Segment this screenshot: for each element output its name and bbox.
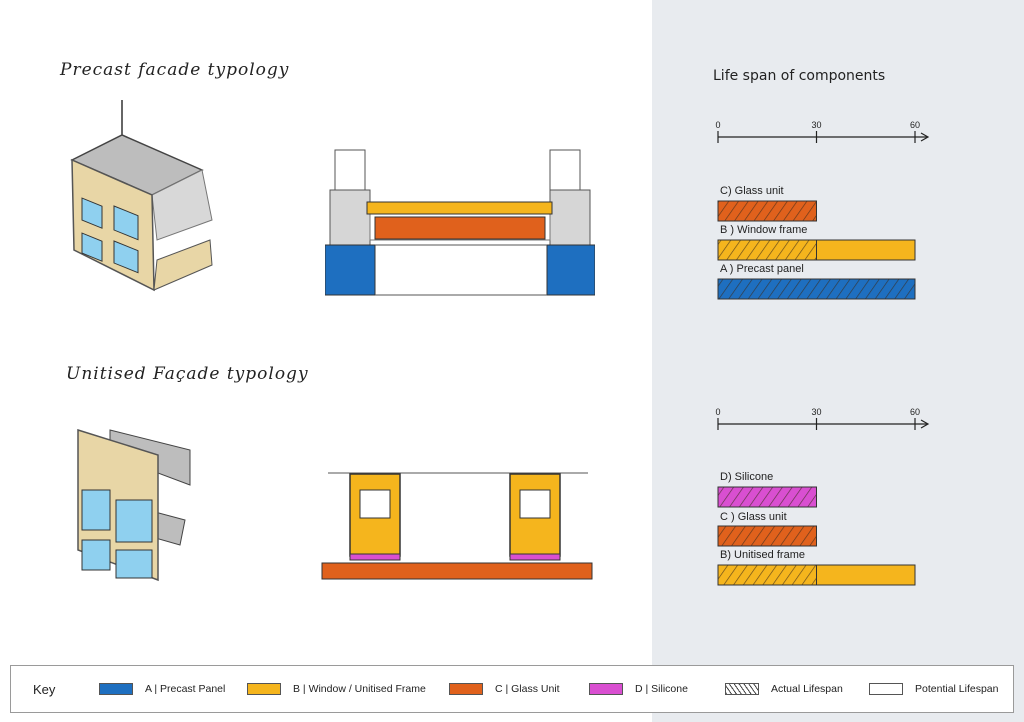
bar-actual-lifespan: [717, 239, 817, 261]
bar-category-label: A ) Precast panel: [720, 263, 804, 275]
bar-actual-lifespan: [717, 278, 916, 300]
precast-section-sketch: [325, 149, 595, 296]
key-title: Key: [33, 682, 56, 697]
key-swatch: [449, 683, 483, 695]
key-item: A | Precast Panel: [99, 680, 225, 698]
key-swatch: [247, 683, 281, 695]
sketch-panel: Precast facade typology Unitised Façade …: [60, 60, 595, 582]
x-tick-label: 30: [811, 407, 821, 417]
bar-category-label: C) Glass unit: [720, 185, 784, 197]
key-label: A | Precast Panel: [145, 683, 226, 695]
key-swatch: [725, 683, 759, 695]
key-legend: Key A | Precast Panel B | Window / Unitis…: [10, 665, 1014, 713]
x-tick-label: 30: [811, 120, 821, 130]
unitised-section-sketch: [321, 472, 593, 580]
bar-actual-lifespan: [717, 486, 817, 508]
x-axis-arrow: [920, 132, 930, 142]
x-tick-label: 60: [910, 407, 920, 417]
key-item: D | Silicone: [589, 680, 688, 698]
x-axis-arrow: [920, 419, 930, 429]
chart-title: Life span of components: [713, 68, 886, 84]
bar-actual-lifespan: [717, 564, 817, 586]
key-item: B | Window / Unitised Frame: [247, 680, 426, 698]
key-label: Potential Lifespan: [915, 683, 999, 695]
unitised-heading: Unitised Façade typology: [66, 364, 309, 384]
bar-category-label: C ) Glass unit: [720, 511, 787, 523]
precast-building-sketch: [70, 100, 213, 292]
key-label: D | Silicone: [635, 683, 688, 695]
lifespan-panel: [652, 0, 1024, 722]
bar-category-label: D) Silicone: [720, 471, 773, 483]
key-label: B | Window / Unitised Frame: [293, 683, 426, 695]
x-tick-label: 0: [715, 120, 720, 130]
x-tick-label: 0: [715, 407, 720, 417]
unitised-building-sketch: [77, 428, 191, 582]
key-item: Actual Lifespan: [725, 680, 843, 698]
key-swatch: [869, 683, 903, 695]
key-label: Actual Lifespan: [771, 683, 843, 695]
precast-heading: Precast facade typology: [60, 60, 290, 80]
bar-category-label: B ) Window frame: [720, 224, 807, 236]
key-swatch: [99, 683, 133, 695]
key-item: Potential Lifespan: [869, 680, 998, 698]
key-swatch: [589, 683, 623, 695]
x-tick-label: 60: [910, 120, 920, 130]
key-item: C | Glass Unit: [449, 680, 560, 698]
key-label: C | Glass Unit: [495, 683, 560, 695]
bar-actual-lifespan: [717, 525, 817, 547]
bar-actual-lifespan: [717, 200, 817, 222]
bar-category-label: B) Unitised frame: [720, 549, 805, 561]
